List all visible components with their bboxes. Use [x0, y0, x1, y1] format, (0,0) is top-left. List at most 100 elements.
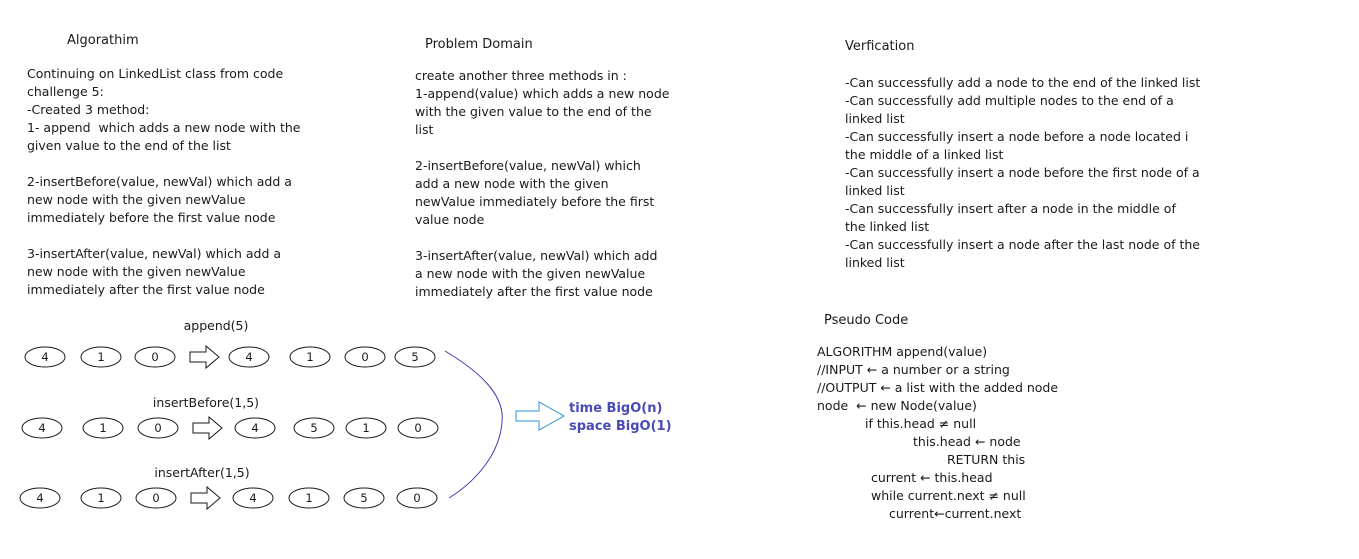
node-value: 4 — [249, 491, 256, 505]
algorithm-line: 3-insertAfter(value, newVal) which add a — [27, 246, 282, 261]
node-value: 4 — [245, 350, 252, 364]
node-value: 1 — [306, 350, 313, 364]
complexity-arrow-icon — [515, 401, 566, 431]
pseudo-code-line: RETURN this — [947, 452, 1026, 467]
problem-domain-line: a new node with the given newValue — [415, 266, 646, 281]
node-ellipse — [344, 346, 386, 368]
problem-domain-text: create another three methods in : 1-appen… — [415, 67, 669, 301]
pseudo-code-line: if this.head ≠ null — [865, 416, 977, 431]
verification-text: -Can successfully add a node to the end … — [845, 74, 1200, 272]
problem-domain-line: list — [415, 122, 434, 137]
node-ellipse — [289, 346, 331, 368]
node-ellipse — [234, 417, 276, 439]
node-value: 1 — [99, 421, 106, 435]
verification-title: Verfication — [845, 39, 915, 54]
problem-domain-line: with the given value to the end of the — [415, 104, 652, 119]
node-ellipse — [24, 346, 66, 368]
node-ellipse — [21, 417, 63, 439]
problem-domain-line: value node — [415, 212, 485, 227]
problem-domain-line: newValue immediately before the first — [415, 194, 655, 209]
node-ellipse — [396, 487, 438, 509]
transform-arrow-icon — [190, 485, 221, 511]
algorithm-line: Continuing on LinkedList class from code — [27, 66, 284, 81]
node-ellipse — [345, 417, 387, 439]
node-ellipse — [134, 346, 176, 368]
algorithm-line: challenge 5: — [27, 84, 104, 99]
algorithm-line: new node with the given newValue — [27, 192, 246, 207]
pseudo-code-line: node ← new Node(value) — [817, 398, 977, 413]
problem-domain-line: 2-insertBefore(value, newVal) which — [415, 158, 641, 173]
node-value: 5 — [360, 491, 367, 505]
verification-line: -Can successfully insert a node after th… — [845, 237, 1200, 252]
problem-domain-line: add a new node with the given — [415, 176, 609, 191]
node-ellipse — [232, 487, 274, 509]
algorithm-line: new node with the given newValue — [27, 264, 246, 279]
problem-domain-line: 3-insertAfter(value, newVal) which add — [415, 248, 658, 263]
operation-label: insertAfter(1,5) — [154, 465, 249, 480]
algorithm-text: Continuing on LinkedList class from code… — [27, 65, 300, 299]
node-value: 1 — [305, 491, 312, 505]
algorithm-line: given value to the end of the list — [27, 138, 231, 153]
node-value: 0 — [413, 491, 420, 505]
algorithm-line: -Created 3 method: — [27, 102, 150, 117]
node-ellipse — [19, 487, 61, 509]
pseudo-code-text: ALGORITHM append(value) //INPUT ← a numbe… — [817, 343, 1058, 523]
complexity-labels: time BigO(n) space BigO(1) — [569, 400, 672, 436]
space-complexity: space BigO(1) — [569, 419, 672, 434]
node-ellipse — [228, 346, 270, 368]
verification-line: the middle of a linked list — [845, 147, 1004, 162]
node-value: 4 — [251, 421, 258, 435]
node-value: 0 — [151, 350, 158, 364]
pseudo-code-line: //OUTPUT ← a list with the added node — [817, 380, 1059, 395]
pseudo-code-line: this.head ← node — [913, 434, 1021, 449]
node-ellipse — [80, 487, 122, 509]
node-ellipse — [343, 487, 385, 509]
operation-label: append(5) — [184, 318, 249, 333]
node-ellipse — [82, 417, 124, 439]
problem-domain-line: immediately after the first value node — [415, 284, 653, 299]
transform-arrow-icon — [189, 344, 220, 370]
problem-domain-title: Problem Domain — [425, 37, 533, 52]
node-value: 4 — [36, 491, 43, 505]
problem-domain-line: 1-append(value) which adds a new node — [415, 86, 670, 101]
time-complexity: time BigO(n) — [569, 401, 663, 416]
node-ellipse — [80, 346, 122, 368]
algorithm-line: immediately before the first value node — [27, 210, 276, 225]
node-value: 4 — [38, 421, 45, 435]
pseudo-code-line: while current.next ≠ null — [871, 488, 1026, 503]
node-value: 0 — [361, 350, 368, 364]
node-ellipse — [293, 417, 335, 439]
node-ellipse — [135, 487, 177, 509]
node-value: 1 — [97, 491, 104, 505]
transform-arrow-icon — [192, 415, 223, 441]
operation-label: insertBefore(1,5) — [153, 395, 259, 410]
bracket-curve — [444, 350, 503, 499]
verification-line: the linked list — [845, 219, 930, 234]
node-value: 5 — [310, 421, 317, 435]
algorithm-line: 2-insertBefore(value, newVal) which add … — [27, 174, 292, 189]
problem-domain-line: create another three methods in : — [415, 68, 627, 83]
node-value: 0 — [414, 421, 421, 435]
verification-line: -Can successfully add a node to the end … — [845, 75, 1201, 90]
node-value: 0 — [152, 491, 159, 505]
node-ellipse — [137, 417, 179, 439]
pseudo-code-title: Pseudo Code — [824, 313, 909, 328]
verification-line: linked list — [845, 183, 905, 198]
verification-line: -Can successfully insert after a node in… — [845, 201, 1176, 216]
node-ellipse — [394, 346, 436, 368]
pseudo-code-line: ALGORITHM append(value) — [817, 344, 988, 359]
verification-line: -Can successfully add multiple nodes to … — [845, 93, 1174, 108]
algorithm-title: Algorathim — [67, 33, 139, 48]
node-value: 5 — [411, 350, 418, 364]
verification-line: linked list — [845, 111, 905, 126]
node-value: 1 — [97, 350, 104, 364]
pseudo-code-line: current←current.next — [889, 506, 1022, 521]
verification-line: -Can successfully insert a node before a… — [845, 129, 1189, 144]
algorithm-line: 1- append which adds a new node with the — [27, 120, 301, 135]
algorithm-line: immediately after the first value node — [27, 282, 265, 297]
verification-line: -Can successfully insert a node before t… — [845, 165, 1200, 180]
pseudo-code-line: current ← this.head — [871, 470, 993, 485]
node-ellipse — [288, 487, 330, 509]
pseudo-code-line: //INPUT ← a number or a string — [817, 362, 1010, 377]
